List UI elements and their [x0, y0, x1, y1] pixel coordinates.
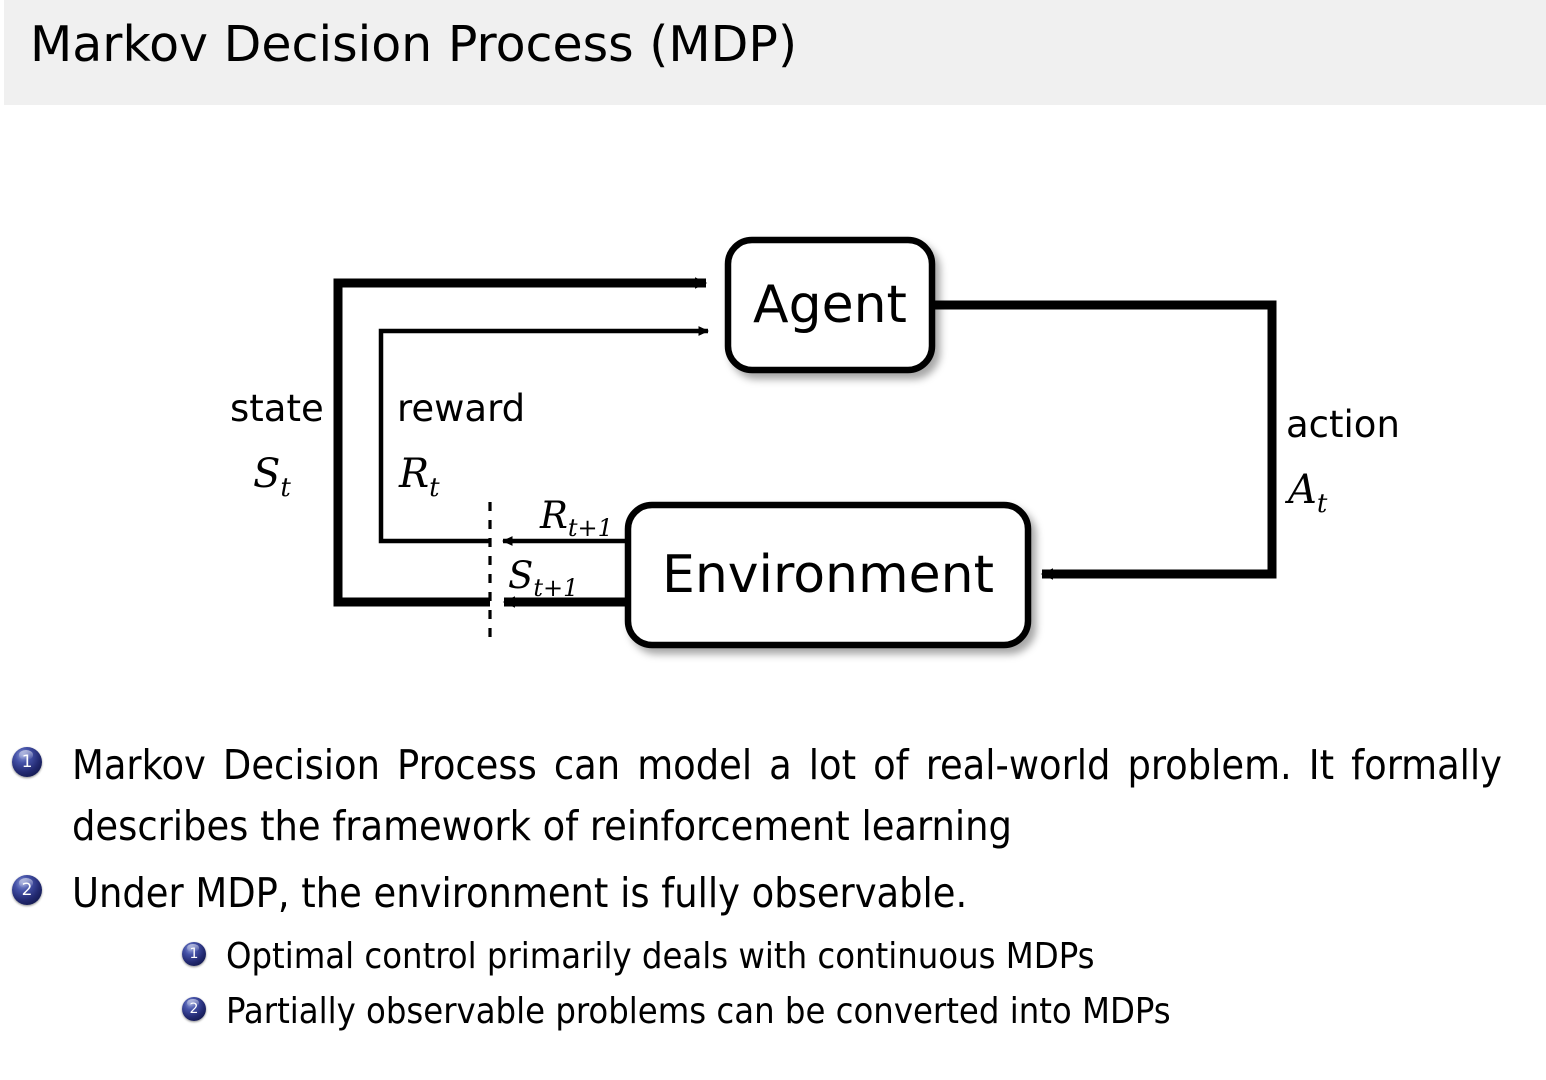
- svg-text:action: action: [1286, 403, 1400, 446]
- svg-text:Rt: Rt: [398, 451, 440, 503]
- list-item: 2 Partially observable problems can be c…: [170, 985, 1546, 1038]
- sub-list-item-text: Optimal control primarily deals with con…: [226, 936, 1095, 977]
- list-item: 1 Markov Decision Process can model a lo…: [0, 735, 1546, 857]
- mdp-diagram: Agent Environment state St reward Rt act…: [0, 105, 1546, 705]
- svg-text:At: At: [1284, 467, 1328, 519]
- sub-list-item-text: Partially observable problems can be con…: [226, 991, 1171, 1032]
- outline-level-1: 1 Markov Decision Process can model a lo…: [0, 735, 1546, 1038]
- node-environment-label: Environment: [662, 545, 994, 605]
- svg-text:reward: reward: [397, 387, 525, 430]
- bullet-marker-1: 1: [12, 747, 42, 777]
- list-item: 2 Under MDP, the environment is fully ob…: [0, 863, 1546, 1038]
- list-item: 1 Optimal control primarily deals with c…: [170, 930, 1546, 983]
- sub-bullet-marker-1: 1: [182, 942, 206, 966]
- svg-text:St: St: [253, 451, 291, 503]
- svg-text:Rt+1: Rt+1: [539, 494, 613, 542]
- label-reward: reward Rt: [397, 387, 525, 503]
- list-item-text: Under MDP, the environment is fully obse…: [72, 869, 968, 917]
- label-next-state: St+1: [508, 554, 578, 602]
- page-title: Markov Decision Process (MDP): [30, 16, 798, 73]
- slide-header-band: Markov Decision Process (MDP): [4, 0, 1546, 105]
- svg-text:St+1: St+1: [508, 554, 578, 602]
- edge-state-to-agent: [333, 277, 708, 607]
- bullet-list-region: 1 Markov Decision Process can model a lo…: [0, 735, 1546, 1044]
- label-next-reward: Rt+1: [539, 494, 613, 542]
- node-environment: Environment: [624, 501, 1032, 649]
- edge-action-to-environment: [932, 300, 1277, 580]
- svg-text:state: state: [230, 387, 324, 430]
- label-action: action At: [1284, 403, 1400, 519]
- label-state: state St: [230, 387, 324, 503]
- edge-reward-to-agent: [378, 326, 709, 544]
- outline-level-2: 1 Optimal control primarily deals with c…: [72, 930, 1546, 1038]
- bullet-marker-2: 2: [12, 875, 42, 905]
- sub-bullet-marker-2: 2: [182, 997, 206, 1021]
- list-item-text: Markov Decision Process can model a lot …: [72, 741, 1502, 850]
- node-agent-label: Agent: [753, 275, 907, 335]
- node-agent: Agent: [724, 236, 936, 374]
